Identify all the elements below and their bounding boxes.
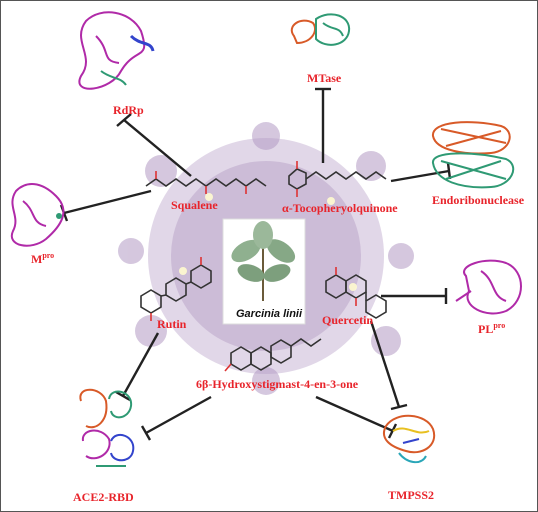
edge-squalene-rdrp — [123, 119, 192, 177]
label-tmpss2: TMPSS2 — [388, 488, 435, 502]
molecule-rutin — [140, 257, 212, 321]
molecule-quercetin — [325, 267, 387, 319]
label-endoribonuclease: Endoribonuclease — [432, 193, 525, 207]
label-mpro-base: M — [31, 252, 43, 266]
edge-squalene-mpro — [63, 189, 152, 215]
protein-plpro — [455, 259, 522, 315]
molecule-hydroxy — [224, 338, 322, 372]
label-plpro-sup: pro — [493, 321, 506, 330]
protein-rdrp — [78, 11, 155, 90]
protein-mpro — [10, 183, 65, 247]
molecule-tocopheryl — [288, 161, 387, 197]
edge-hydroxy-tmpss2 — [315, 395, 394, 433]
label-plant-name: Garcinia linii — [236, 308, 303, 320]
label-squalene: Squalene — [171, 198, 218, 212]
label-mpro: Mpro — [31, 249, 54, 266]
edge-hydroxy-ace2 — [145, 395, 212, 435]
molecule-squalene — [145, 171, 267, 194]
label-plpro: PLpro — [478, 319, 505, 336]
virus-background — [118, 122, 414, 395]
protein-tmpss2 — [383, 414, 436, 464]
edge-quercetin-tmpss2 — [369, 320, 401, 408]
label-tocopheryolquinone: α-Tocopheryolquinone — [282, 201, 398, 215]
edge-rutin-ace2 — [121, 332, 160, 397]
label-ace2-rbd: ACE2-RBD — [73, 490, 134, 504]
label-mpro-sup: pro — [42, 251, 55, 260]
label-mtase: MTase — [307, 71, 342, 85]
label-plpro-base: PL — [478, 322, 494, 336]
plant-image — [222, 218, 306, 325]
protein-endo — [432, 121, 515, 189]
edge-toco-endo — [390, 169, 450, 183]
label-rdrp: RdRp — [113, 103, 144, 117]
label-rutin: Rutin — [157, 317, 187, 331]
protein-mtase — [290, 13, 351, 46]
edges — [59, 87, 452, 441]
label-hydroxystigmast: 6β-Hydroxystigmast-4-en-3-one — [196, 377, 359, 391]
protein-ace2 — [79, 388, 135, 467]
label-quercetin: Quercetin — [322, 313, 374, 327]
